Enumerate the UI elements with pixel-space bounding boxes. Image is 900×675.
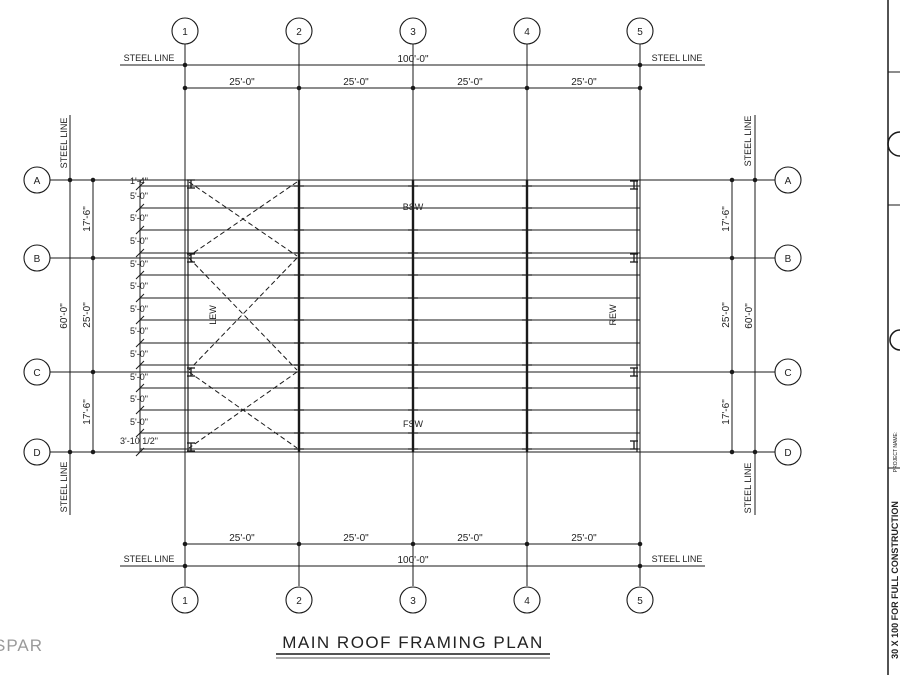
purlin-spacing-10: 5'-0" [130,372,148,382]
purlin-spacing-9: 5'-0" [130,349,148,359]
grid-label-row-c-left: C [33,368,40,379]
drawing-linework [23,0,900,675]
project-name-label: PROJECT NAME: [893,432,899,472]
grid-label-col-2-bottom: 2 [296,596,302,607]
overall-width-right: 60'-0" [744,303,755,329]
steel-line-label-bottom-left: STEEL LINE [124,554,175,564]
rafters [187,180,638,452]
purlin-spacing-12: 5'-0" [130,417,148,427]
purlin-clips [294,185,532,450]
purlins [140,185,640,450]
bay-spacing-bottom-1: 25'-0" [229,533,255,544]
bay-spacing-bottom-3: 25'-0" [457,533,483,544]
wall-label-back: BSW [403,202,424,212]
wall-label-right: REW [608,304,618,326]
grid-label-col-4-top: 4 [524,27,530,38]
row-spacing-left-3: 17'-6" [82,399,93,425]
purlin-dimension-ticks [135,181,145,457]
title-block [887,0,900,675]
drawing-title: MAIN ROOF FRAMING PLAN [282,633,544,652]
grid-label-row-a-left: A [34,176,41,187]
bay-spacing-bottom-2: 25'-0" [343,533,369,544]
grid-bubbles [23,17,802,614]
bay-spacing-top-1: 25'-0" [229,77,255,88]
grid-label-col-3-bottom: 3 [410,596,416,607]
purlin-spacing-4: 5'-0" [130,236,148,246]
left-dimensions [67,115,141,515]
overall-length-bottom: 100'-0" [397,555,428,566]
wall-label-front: FSW [403,419,424,429]
row-spacing-left-1: 17'-6" [82,206,93,232]
grid-label-row-d-left: D [33,448,40,459]
purlin-spacing-3: 5'-0" [130,213,148,223]
grid-label-row-b-left: B [34,254,41,265]
steel-line-label-top-left: STEEL LINE [124,53,175,63]
steel-line-label-bottom-right: STEEL LINE [652,554,703,564]
grid-label-col-2-top: 2 [296,27,302,38]
steel-line-label-left-bottom: STEEL LINE [59,462,69,513]
grid-label-row-d-right: D [784,448,791,459]
grid-label-row-b-right: B [785,254,792,265]
purlin-spacing-8: 5'-0" [130,326,148,336]
purlin-spacing-11: 5'-0" [130,394,148,404]
steel-line-label-right-bottom: STEEL LINE [743,463,753,514]
purlin-spacing-2: 5'-0" [130,191,148,201]
bay-spacing-bottom-4: 25'-0" [571,533,597,544]
steel-line-label-right-top: STEEL LINE [743,116,753,167]
x-bracing [188,181,298,449]
purlin-spacing-1: 1'-4" [130,176,148,186]
bay-spacing-top-4: 25'-0" [571,77,597,88]
row-spacing-left-2: 25'-0" [82,302,93,328]
purlin-spacing-6: 5'-0" [130,281,148,291]
bay-spacing-top-3: 25'-0" [457,77,483,88]
grid-label-row-c-right: C [784,368,791,379]
purlin-spacing-13: 3'-10 1/2" [120,436,158,446]
grid-label-col-1-top: 1 [182,27,188,38]
top-dimensions [120,62,705,91]
grid-label-col-4-bottom: 4 [524,596,530,607]
row-spacing-right-1: 17'-6" [721,206,732,232]
wall-label-left: LEW [208,305,218,325]
bottom-dimensions [120,541,705,569]
overall-length-top: 100'-0" [397,54,428,65]
purlin-spacing-7: 5'-0" [130,304,148,314]
grid-label-col-1-bottom: 1 [182,596,188,607]
grid-label-col-3-top: 3 [410,27,416,38]
title-underline [276,653,550,659]
grid-label-col-5-top: 5 [637,27,643,38]
overall-width-left: 60'-0" [59,303,70,329]
watermark-text: SPAR [0,636,43,655]
row-spacing-right-2: 25'-0" [721,302,732,328]
purlin-spacing-5: 5'-0" [130,259,148,269]
project-title-text: 30 X 100 FOR FULL CONSTRUCTION [890,501,900,659]
row-spacing-right-3: 17'-6" [721,399,732,425]
grid-label-col-5-bottom: 5 [637,596,643,607]
steel-line-label-left-top: STEEL LINE [59,118,69,169]
bay-spacing-top-2: 25'-0" [343,77,369,88]
grid-label-row-a-right: A [785,176,792,187]
steel-line-label-top-right: STEEL LINE [652,53,703,63]
right-dimensions [729,115,758,515]
